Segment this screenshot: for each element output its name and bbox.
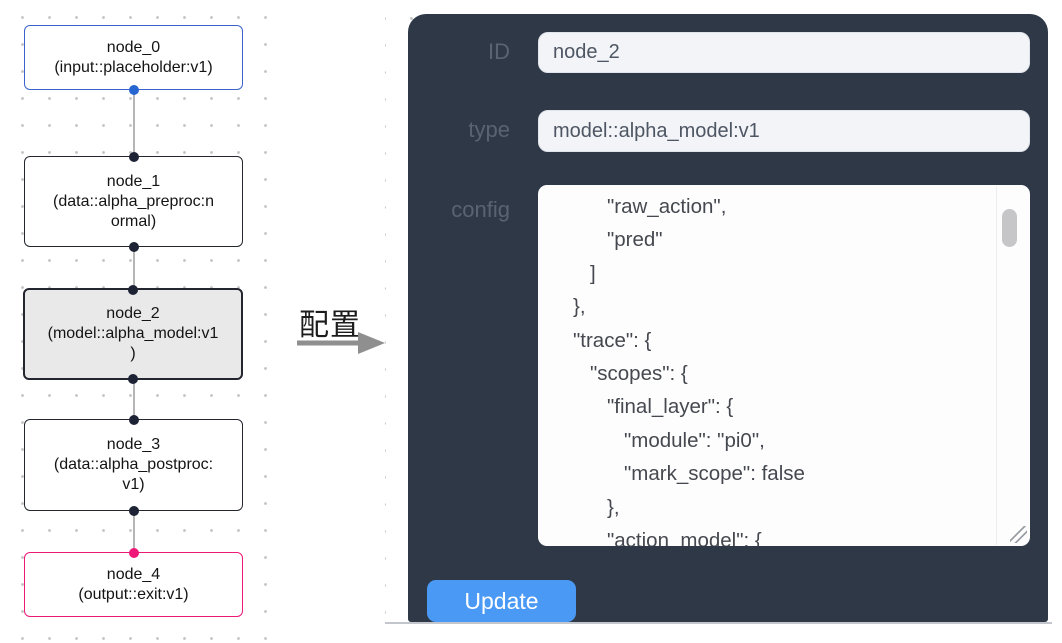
config-json-line: "raw_action", <box>607 195 727 218</box>
config-json-content: "raw_action", "pred"]}, "trace": { "scopes"… <box>538 190 996 546</box>
graph-edge <box>133 380 135 419</box>
id-field-label: ID <box>488 39 510 64</box>
node-label-line: (data::alpha_preproc:n <box>53 192 214 210</box>
config-json-line: "module": "pi0", <box>624 428 765 452</box>
scrollbar-gutter-line <box>996 186 997 545</box>
node-port-bottom[interactable] <box>128 84 139 95</box>
config-json-line: "action_model": { <box>607 529 762 546</box>
node-label-line: (model::alpha_model:v1 <box>47 325 219 342</box>
node-port-top[interactable] <box>128 151 139 162</box>
config-json-line: "pred" <box>607 228 663 252</box>
resize-handle-icon[interactable] <box>1010 526 1027 543</box>
update-button[interactable]: Update <box>427 580 576 622</box>
graph-edge <box>133 247 135 288</box>
type-field-label: type <box>468 117 510 142</box>
node-label-line: ormal) <box>110 212 157 230</box>
config-json-line: "scopes": { <box>590 362 688 386</box>
canvas-bottom-edge <box>385 622 1052 624</box>
node-port-bottom[interactable] <box>128 241 139 252</box>
node-label-line: node_1 <box>106 172 161 190</box>
graph-node-node_2[interactable]: node_2(model::alpha_model:v1) <box>23 284 243 384</box>
node-label-line: node_3 <box>106 436 161 453</box>
config-json-line: "mark_scope": false <box>624 462 805 486</box>
node-label-line: (data::alpha_postproc: <box>53 456 214 473</box>
id-input[interactable] <box>538 32 1030 73</box>
node-label-line: v1) <box>122 476 145 493</box>
node-label-line: (input::placeholder:v1) <box>54 58 213 76</box>
config-json-line: }, <box>573 295 586 319</box>
node-port-top[interactable] <box>128 284 138 295</box>
node-port-top[interactable] <box>128 547 139 558</box>
node-label-line: (output::exit:v1) <box>78 585 189 603</box>
config-json-line: "trace": { <box>573 328 652 352</box>
node-label-line: node_0 <box>106 38 161 56</box>
type-input[interactable] <box>538 110 1030 152</box>
graph-node-node_0[interactable]: node_0(input::placeholder:v1) <box>24 25 243 95</box>
node-label-line: node_4 <box>106 565 161 583</box>
config-textarea[interactable]: "raw_action", "pred"]}, "trace": { "scopes"… <box>538 185 1030 546</box>
configure-arrow-icon <box>297 332 385 354</box>
node-port-bottom[interactable] <box>128 373 138 384</box>
node-port-bottom[interactable] <box>128 505 139 516</box>
configure-arrow-label: 配置 <box>299 309 361 342</box>
node-config-panel: ID type config "raw_action", "pred"]}, "tr… <box>408 14 1048 622</box>
config-json-line: ] <box>590 261 596 285</box>
graph-node-node_3[interactable]: node_3(data::alpha_postproc:v1) <box>24 414 243 516</box>
node-label-line: ) <box>130 345 136 362</box>
graph-canvas[interactable]: node_0(input::placeholder:v1)node_1(data… <box>0 0 272 643</box>
graph-edge <box>133 90 135 156</box>
graph-edge <box>133 511 135 552</box>
node-port-top[interactable] <box>128 414 139 425</box>
graph-node-node_4[interactable]: node_4(output::exit:v1) <box>24 547 243 617</box>
config-json-line: }, <box>607 495 620 519</box>
node-label-line: node_2 <box>106 305 160 322</box>
config-json-line: "final_layer": { <box>607 395 734 419</box>
scrollbar-thumb[interactable] <box>1002 209 1017 247</box>
config-field-label: config <box>451 197 510 222</box>
